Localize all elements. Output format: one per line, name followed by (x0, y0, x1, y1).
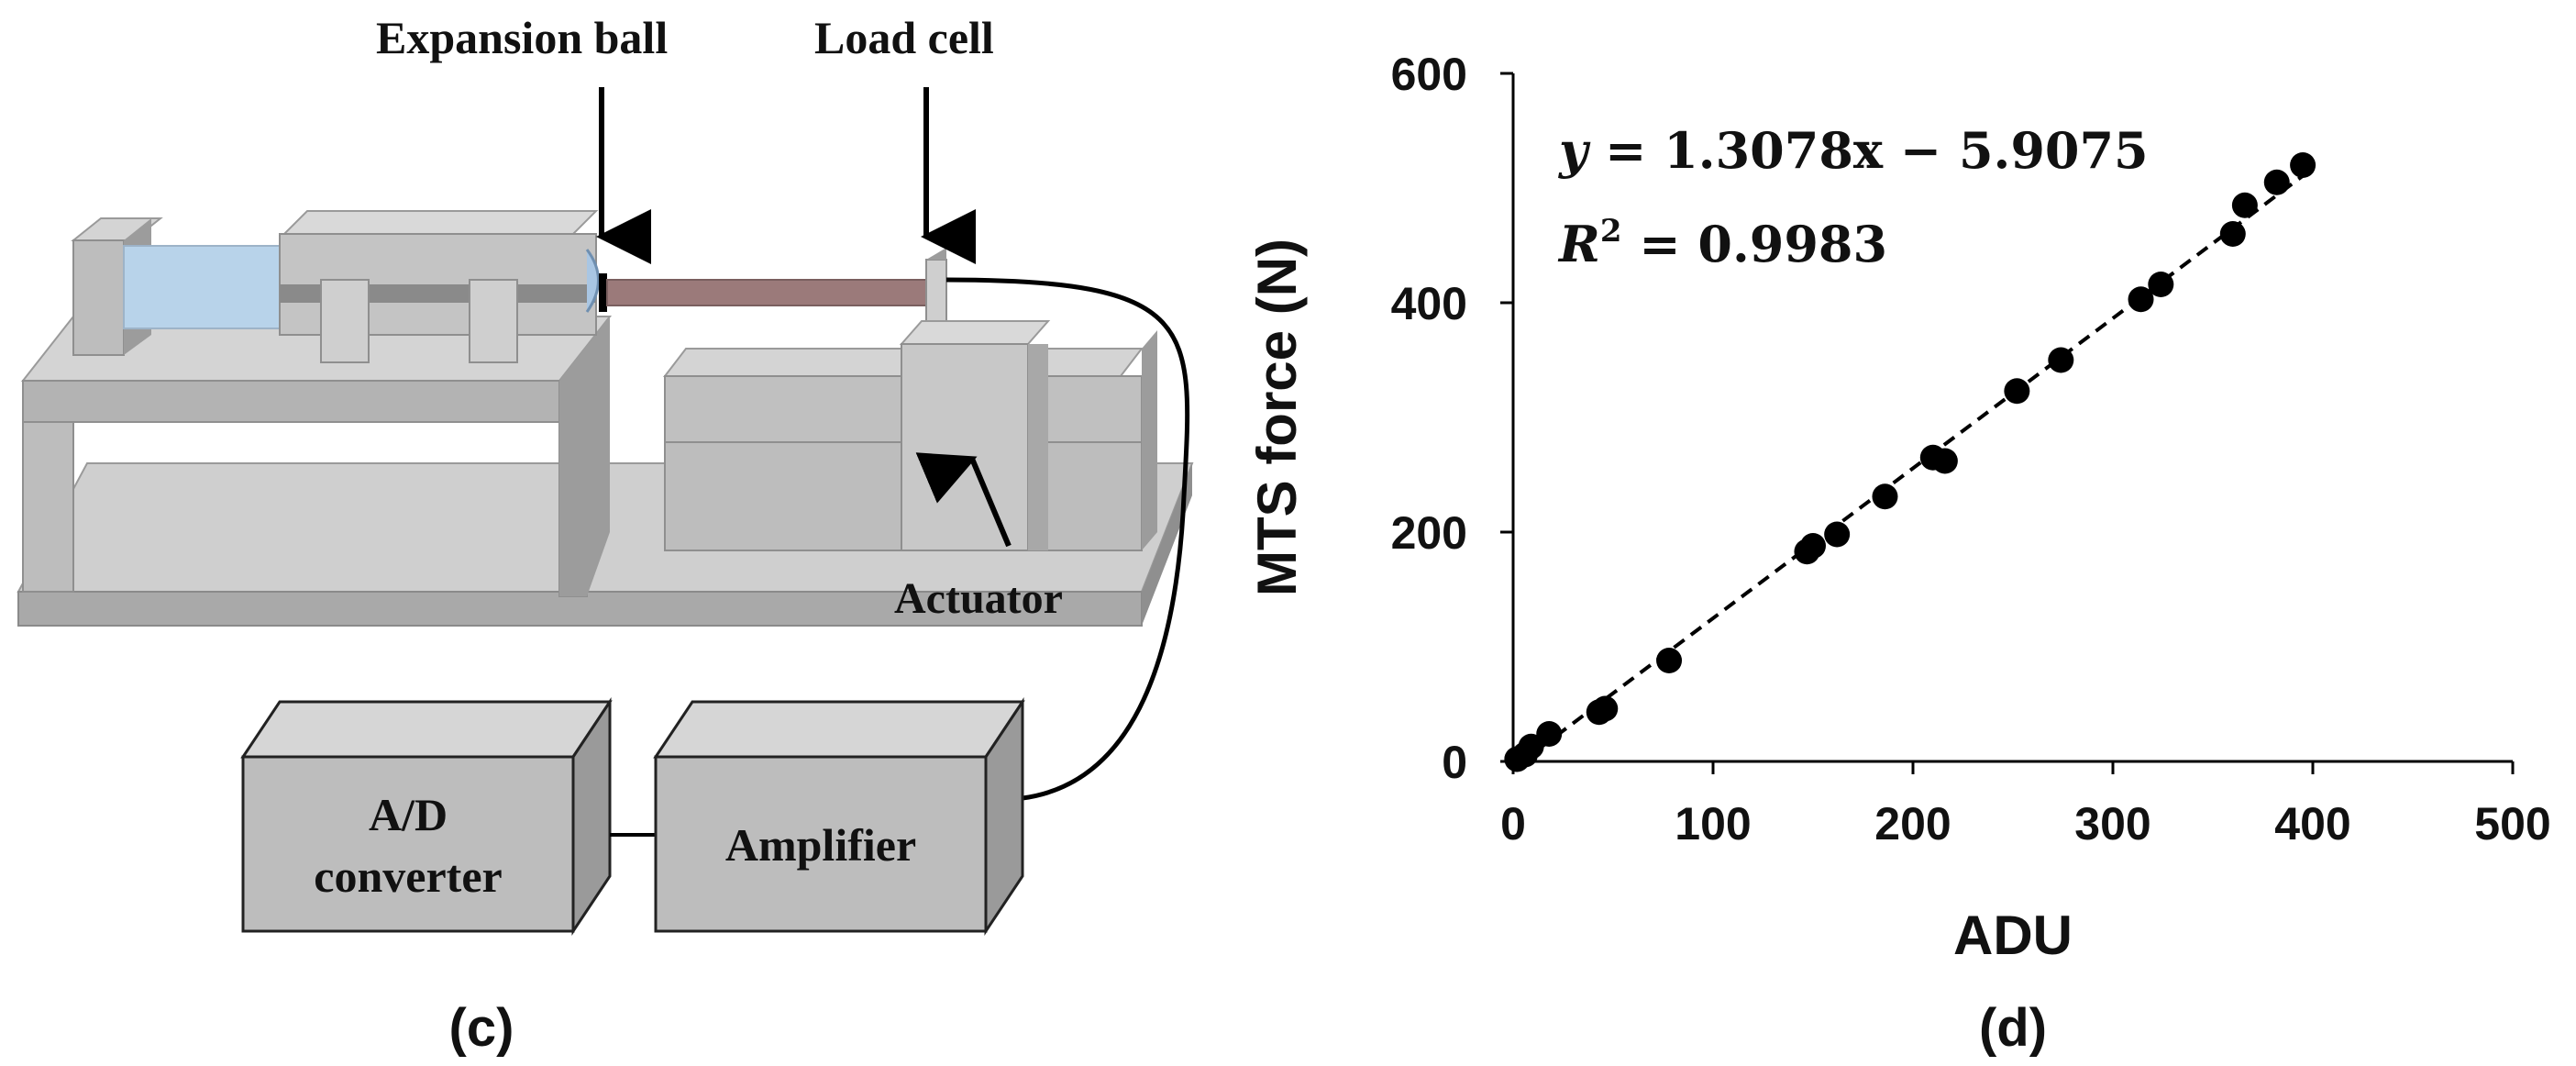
equation-body: 1.3078x − 5.9075 (1664, 121, 2148, 180)
data-point (2231, 192, 2258, 218)
apparatus-diagram: Actuator Expansion ball Load cell A/D co… (17, 12, 1194, 1058)
data-point (1872, 483, 1898, 510)
data-point (2004, 378, 2030, 405)
x-tick-label: 400 (2274, 798, 2350, 849)
r2-superscript: 2 (1600, 213, 1622, 250)
data-point (1518, 733, 1544, 760)
y-tick-label: 0 (1442, 737, 1467, 788)
x-tick-label: 200 (1874, 798, 1951, 849)
signal-cable (945, 277, 1190, 801)
data-point (1800, 533, 1826, 559)
x-ticks: 0 100 200 300 400 500 (1500, 761, 2551, 849)
data-point (2048, 347, 2074, 373)
x-tick-label: 100 (1675, 798, 1751, 849)
actuator-arrow (915, 452, 1012, 548)
ad-converter-label-line2: converter (314, 850, 502, 902)
ball-contact (599, 273, 607, 312)
push-rod (606, 279, 934, 306)
chart-axes (1511, 73, 2513, 763)
data-point (2128, 286, 2154, 313)
x-tick-label: 300 (2074, 798, 2150, 849)
actuator-label: Actuator (894, 574, 1063, 623)
calibration-chart: 0 100 200 300 400 500 0 200 400 600 ADU MTS forc… (1246, 49, 2551, 1058)
trendline (1520, 170, 2310, 763)
x-axis-label: ADU (1953, 905, 2073, 966)
r2-value: = 0.9983 (1622, 215, 1888, 273)
ad-converter-box: A/D converter (240, 697, 613, 936)
x-tick-label: 0 (1500, 798, 1526, 849)
y-ticks: 0 200 400 600 (1391, 49, 1513, 788)
data-points (1504, 152, 2316, 772)
data-point (1656, 648, 1683, 673)
data-point (2148, 272, 2174, 297)
equation-prefix: y = (1558, 121, 1664, 180)
data-point (1824, 521, 1851, 548)
expansion-ball (585, 249, 600, 313)
r-squared: R2 = 0.9983 (1557, 213, 1887, 273)
data-point (2290, 152, 2316, 178)
r2-symbol: R (1557, 215, 1600, 273)
amplifier-label: Amplifier (725, 819, 916, 871)
actuator-block (662, 320, 1157, 551)
data-point (2219, 221, 2246, 247)
y-tick-label: 600 (1391, 49, 1467, 100)
left-frame (20, 316, 613, 597)
ad-converter-label-line1: A/D (369, 789, 448, 840)
y-axis-label: MTS force (N) (1246, 239, 1308, 596)
expansion-ball-label: Expansion ball (376, 12, 668, 63)
fluid-chamber (123, 245, 288, 329)
data-point (1592, 695, 1619, 722)
regression-equation: y = 1.3078x − 5.9075 (1558, 121, 2149, 180)
load-cell-label: Load cell (814, 12, 994, 63)
x-tick-label: 500 (2474, 798, 2550, 849)
data-point (1536, 721, 1563, 747)
cylinder-housing (279, 210, 599, 363)
caption-c: (c) (449, 998, 514, 1058)
caption-d: (d) (1979, 998, 2047, 1058)
y-tick-label: 400 (1391, 278, 1467, 329)
data-point (1931, 448, 1958, 474)
y-tick-label: 200 (1391, 507, 1467, 559)
amplifier-box: Amplifier (653, 697, 1025, 936)
data-point (2263, 169, 2290, 195)
